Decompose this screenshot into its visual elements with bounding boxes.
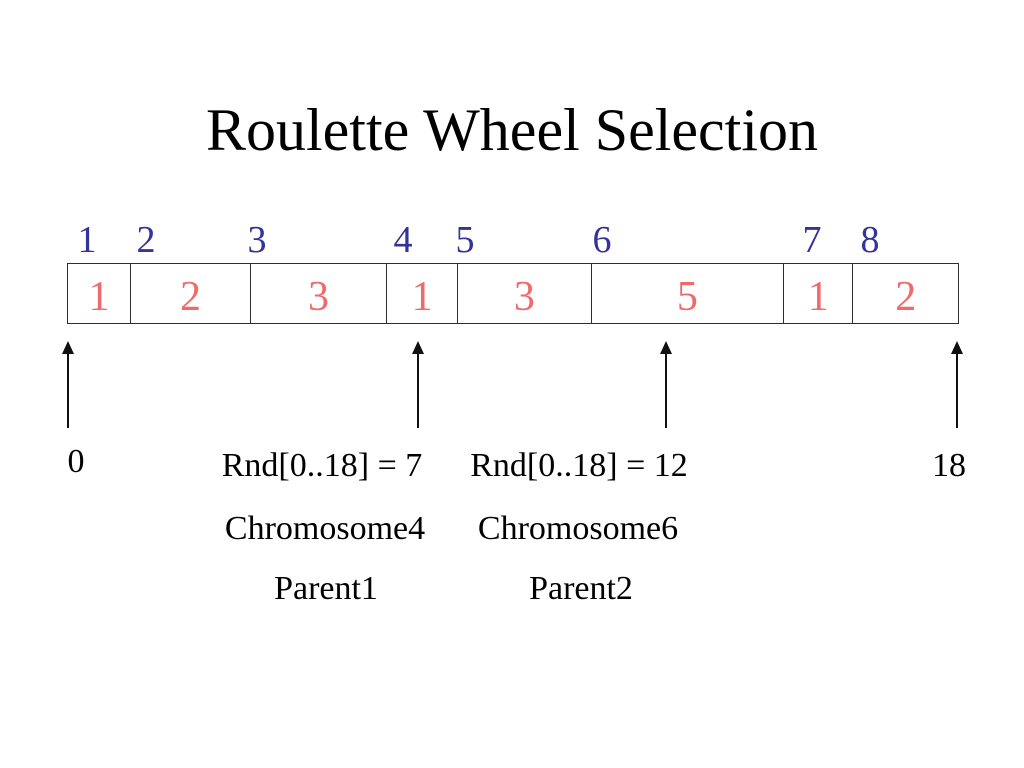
chromosome-index-label: 1 <box>77 219 97 261</box>
segment-fitness-value: 1 <box>88 273 110 320</box>
chromosome-index-label: 2 <box>136 219 156 261</box>
wheel-segment: 2 <box>853 264 958 323</box>
pointer-arrow-0 <box>61 341 75 428</box>
wheel-segment: 1 <box>68 264 131 323</box>
segment-fitness-value: 5 <box>676 273 698 320</box>
segment-fitness-value: 1 <box>411 273 433 320</box>
arrow-up-icon <box>62 341 74 354</box>
chromosome-index-label: 3 <box>247 219 267 261</box>
arrow-line <box>956 350 958 428</box>
segment-fitness-value: 2 <box>179 273 201 320</box>
wheel-segment: 1 <box>784 264 854 323</box>
segment-fitness-value: 1 <box>807 273 829 320</box>
chromosome-index-label: 8 <box>860 219 880 261</box>
wheel-segment: 3 <box>458 264 592 323</box>
fitness-bar: 1 2 3 1 3 5 1 2 <box>67 263 959 324</box>
chromosome-index-label: 7 <box>802 219 822 261</box>
slide-title: Roulette Wheel Selection <box>205 97 819 163</box>
chromosome-label-1: Chromosome4 <box>224 510 426 547</box>
arrow-up-icon <box>951 341 963 354</box>
chromosome-label-2: Chromosome6 <box>477 510 679 547</box>
arrow-up-icon <box>660 341 672 354</box>
segment-fitness-value: 3 <box>308 273 330 320</box>
arrow-line <box>67 350 69 428</box>
segment-fitness-value: 2 <box>895 273 917 320</box>
chromosome-index-label: 4 <box>393 219 413 261</box>
pointer-arrow-7 <box>411 341 425 428</box>
wheel-segment: 5 <box>592 264 785 323</box>
wheel-segment: 3 <box>251 264 388 323</box>
range-end-label: 18 <box>932 447 966 484</box>
chromosome-index-label: 5 <box>455 219 475 261</box>
wheel-segment: 1 <box>387 264 459 323</box>
arrow-up-icon <box>412 341 424 354</box>
pointer-arrow-18 <box>950 341 964 428</box>
parent-label-2: Parent2 <box>529 570 633 607</box>
random-value-label-1: Rnd[0..18] = 7 <box>221 447 423 484</box>
range-start-label: 0 <box>67 443 85 480</box>
arrow-line <box>665 350 667 428</box>
segment-fitness-value: 3 <box>513 273 535 320</box>
pointer-arrow-12 <box>659 341 673 428</box>
arrow-line <box>417 350 419 428</box>
random-value-label-2: Rnd[0..18] = 12 <box>470 447 688 484</box>
parent-label-1: Parent1 <box>274 570 378 607</box>
wheel-segment: 2 <box>131 264 251 323</box>
chromosome-index-label: 6 <box>592 219 612 261</box>
